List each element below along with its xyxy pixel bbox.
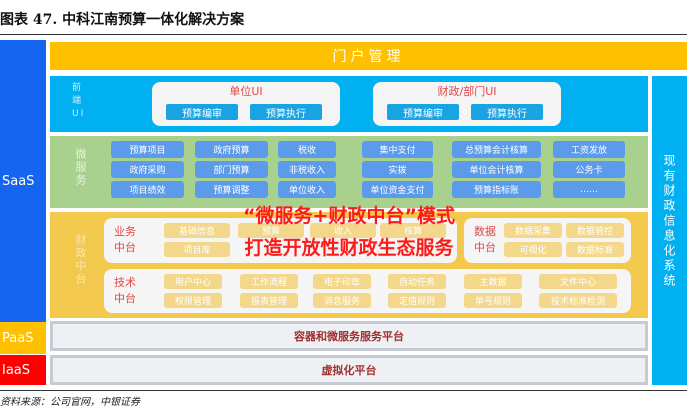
data-center-box: 数据中台 数据采集可视化数据管控数据标准 — [464, 218, 631, 263]
microservice-button[interactable]: 预算指标账 — [452, 181, 541, 198]
business-center-label: 业务中台 — [114, 225, 136, 254]
business-center-box: 业务中台 基础信息预算收入核算项目库 — [104, 218, 457, 263]
frontend-label: 前端UI — [72, 83, 86, 119]
tech-center-button[interactable]: 权限管理 — [164, 293, 222, 308]
microservice-button[interactable]: 总预算会计核算 — [452, 141, 541, 158]
microservice-button[interactable]: 单位收入 — [278, 181, 336, 198]
tech-center-button[interactable]: 单号规则 — [464, 293, 522, 308]
portal-label: 门户管理 — [332, 49, 405, 65]
tech-center-button[interactable]: 定值规则 — [388, 293, 446, 308]
saas-label: SaaS — [2, 173, 35, 189]
finance-ui-title: 财政/部门UI — [437, 85, 497, 98]
microservice-button[interactable]: 税收 — [278, 141, 336, 158]
tech-center-button[interactable]: 消息服务 — [313, 293, 371, 308]
frontend-layer: 前端UI 单位UI 预算编审 预算执行 财政/部门UI 预算编审 预算执行 — [50, 76, 648, 132]
data-center-label: 数据中台 — [474, 225, 496, 254]
tech-center-button[interactable]: 文件中心 — [539, 274, 617, 289]
business-center-button[interactable]: 预算 — [238, 223, 304, 238]
business-center-button[interactable]: 基础信息 — [164, 223, 230, 238]
business-center-button[interactable]: 核算 — [380, 223, 446, 238]
microservice-button[interactable]: 预算项目 — [111, 141, 184, 158]
tech-center-box: 技术中台 用户中心权限管理 工作流程报表管理电子印章消息服务 自动任务定值规则 主数据… — [104, 269, 631, 313]
overlay-headline-2: 打造开放性财政生态服务 — [244, 237, 454, 259]
source-note: 资料来源：公司官网，中银证券 — [0, 397, 140, 408]
microservice-button[interactable]: 单位会计核算 — [452, 161, 541, 178]
microservice-button[interactable]: 预算调整 — [195, 181, 268, 198]
figure-title: 图表 47. 中科江南预算一体化解决方案 — [0, 12, 245, 28]
overlay-headline-1: “微服务+财政中台”模式 — [243, 205, 455, 227]
tech-center-button[interactable]: 工作流程 — [240, 274, 298, 289]
data-center-button[interactable]: 数据标准 — [566, 242, 624, 257]
microservice-button[interactable]: 政府预算 — [195, 141, 268, 158]
paas-layer: PaaS — [0, 322, 46, 354]
existing-systems-label: 现有财政信息化系统 — [662, 154, 676, 289]
tech-center-button[interactable]: 用户中心 — [164, 274, 222, 289]
microservice-button[interactable]: 实拨 — [362, 161, 433, 178]
data-center-button[interactable]: 数据管控 — [566, 223, 624, 238]
tech-center-button[interactable]: 主数据 — [464, 274, 522, 289]
iaas-platform-bar: 虚拟化平台 — [50, 355, 648, 385]
top-rule — [0, 34, 687, 35]
microservice-button[interactable]: …… — [553, 181, 625, 198]
saas-layer: SaaS — [0, 40, 46, 322]
microservice-button[interactable]: 集中支付 — [362, 141, 433, 158]
paas-label: PaaS — [2, 330, 34, 346]
microservice-layer: 微服务 预算项目政府预算税收 集中支付 总预算会计核算工资发放政府采购部门预算非税收… — [50, 136, 648, 208]
data-center-button[interactable]: 可视化 — [504, 242, 562, 257]
microservice-label: 微服务 — [74, 148, 87, 187]
iaas-label: IaaS — [2, 362, 31, 378]
microservice-button[interactable]: 政府采购 — [111, 161, 184, 178]
unit-budget-exec-button[interactable]: 预算执行 — [250, 104, 322, 120]
data-center-button[interactable]: 数据采集 — [504, 223, 562, 238]
finance-center-layer: 财政中台 业务中台 基础信息预算收入核算项目库 数据中台 数据采集可视化数据管控… — [50, 212, 648, 318]
bottom-rule — [0, 390, 687, 391]
paas-platform-bar: 容器和微服务服务平台 — [50, 321, 648, 351]
tech-center-button[interactable]: 技术标准检测 — [539, 293, 617, 308]
microservice-button[interactable]: 公务卡 — [553, 161, 625, 178]
portal-bar: 门户管理 — [50, 42, 687, 70]
microservice-button[interactable]: 工资发放 — [553, 141, 625, 158]
tech-center-label: 技术中台 — [114, 276, 136, 305]
unit-ui-title: 单位UI — [229, 85, 263, 98]
finance-center-label: 财政中台 — [74, 234, 87, 286]
iaas-layer: IaaS — [0, 355, 46, 385]
tech-center-button[interactable]: 自动任务 — [388, 274, 446, 289]
tech-center-button[interactable]: 电子印章 — [313, 274, 371, 289]
existing-systems-column: 现有财政信息化系统 — [652, 76, 687, 385]
business-center-button[interactable]: 收入 — [310, 223, 376, 238]
microservice-button[interactable]: 项目绩效 — [111, 181, 184, 198]
microservice-button[interactable]: 非税收入 — [278, 161, 336, 178]
microservice-button[interactable]: 单位资金支付 — [362, 181, 433, 198]
business-center-button[interactable]: 项目库 — [164, 242, 230, 257]
microservice-button[interactable]: 部门预算 — [195, 161, 268, 178]
finance-budget-prep-button[interactable]: 预算编审 — [387, 104, 459, 120]
finance-ui-box: 财政/部门UI 预算编审 预算执行 — [373, 82, 561, 126]
finance-budget-exec-button[interactable]: 预算执行 — [471, 104, 543, 120]
unit-ui-box: 单位UI 预算编审 预算执行 — [152, 82, 340, 126]
tech-center-button[interactable]: 报表管理 — [240, 293, 298, 308]
unit-budget-prep-button[interactable]: 预算编审 — [166, 104, 238, 120]
